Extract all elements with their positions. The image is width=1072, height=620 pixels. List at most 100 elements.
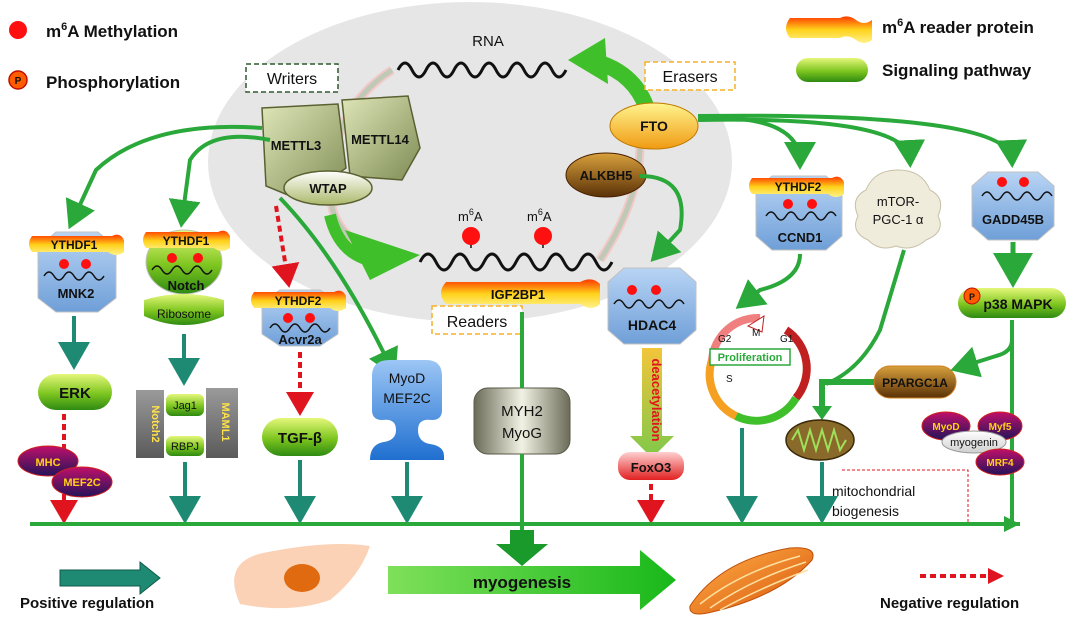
legend-phosphorylation: Phosphorylation: [46, 73, 180, 92]
erasers-box: [644, 61, 736, 91]
ccnd1-label: CCND1: [778, 230, 823, 245]
m-label: M: [752, 328, 760, 339]
proliferation-box: [709, 348, 791, 366]
foxo3-label: FoxO3: [631, 460, 671, 475]
gadd45b-protein: [971, 171, 1055, 241]
writer-to-ythdf1-notch-arrow: [168, 134, 271, 228]
p38-mapk: [958, 288, 1066, 318]
writer-to-ythdf2-negative: [271, 205, 300, 288]
myogenin-label: myogenin: [950, 437, 998, 449]
wtap-label: WTAP: [309, 181, 347, 196]
mettl14-label: METTL14: [351, 132, 410, 147]
jag1: [166, 394, 204, 416]
hdac4-label: HDAC4: [628, 317, 676, 333]
igf2bp1-reader: [441, 279, 600, 308]
ribosome: [144, 294, 224, 325]
myh2-label: MYH2: [501, 403, 543, 420]
phospho-symbol: P: [15, 76, 22, 87]
methylation-legend-icon: [9, 21, 27, 39]
erk-signal: [38, 374, 112, 410]
myod-mef2c-complex: [370, 360, 444, 460]
myogenesis-down-arrow: [496, 530, 548, 566]
phosphorylation-legend-icon: [8, 70, 28, 90]
mef2c-small-label: MEF2C: [63, 477, 100, 489]
myoblast-nucleus: [284, 564, 320, 592]
fto-to-gadd45b-arrow: [697, 113, 1028, 168]
notch2-label: Notch2: [149, 405, 161, 442]
ythdf1-mnk2-reader: [29, 234, 124, 255]
g1-label: G1: [780, 334, 794, 345]
ppargc1a-label: PPARGC1A: [882, 376, 948, 390]
fto-label: FTO: [640, 118, 668, 134]
igf2bp1-label: IGF2BP1: [491, 287, 545, 302]
mnk2-label: MNK2: [58, 286, 95, 301]
writer-to-ythdf1-mnk2-arrow: [65, 124, 263, 230]
p38-label: p38 MAPK: [983, 296, 1052, 312]
biogenesis-label: biogenesis: [832, 503, 899, 519]
writers-label: Writers: [267, 71, 317, 88]
muscle-fiber: [689, 547, 814, 615]
writers-box: [245, 63, 339, 93]
maml1-label: MAML1: [219, 402, 231, 441]
svg-text:P: P: [969, 292, 975, 302]
mef2c-factor-small: [51, 466, 113, 498]
mef2c-label: MEF2C: [383, 390, 430, 406]
mtor-pgc1a: [854, 169, 942, 249]
deacetylation-arrow: [630, 348, 674, 458]
mhc-label: MHC: [35, 457, 60, 469]
reader-protein-legend-icon: [786, 16, 872, 43]
positive-regulation-icon: [59, 560, 161, 596]
myog-label: MyoG: [502, 425, 542, 442]
maml1-box: [206, 388, 238, 458]
deacetylation-label: deacetylation: [649, 358, 664, 441]
rbpj-label: RBPJ: [171, 441, 199, 453]
myh2-myog: [473, 387, 571, 455]
tgfb-signal: [262, 418, 338, 456]
cell-cycle: Proliferation G2 M G1 S: [705, 313, 811, 425]
fto-to-mtor-arrow: [697, 117, 926, 168]
mtor-label: mTOR-: [877, 194, 919, 209]
writer-to-mrna-arrow: [324, 213, 381, 268]
rna-label: RNA: [472, 33, 504, 50]
alkbh5-to-hdac4-arrow: [639, 174, 684, 262]
ythdf1-notch-reader: [143, 230, 230, 251]
writer-to-myod-arrow: [278, 196, 398, 378]
myogenin-factor: [941, 430, 1007, 454]
mrf4-factor: [975, 448, 1025, 476]
gadd45b-label: GADD45B: [982, 212, 1044, 227]
m6a-label-2: m6A: [527, 207, 552, 224]
erk-label: ERK: [59, 385, 91, 402]
ythdf2-acvr2a-reader: [251, 290, 346, 311]
foxo3: [618, 452, 684, 480]
alkbh5-label: ALKBH5: [580, 168, 633, 183]
mettl3-label: METTL3: [271, 138, 322, 153]
writer-to-mrna-arrowhead: [345, 230, 420, 280]
jag1-label: Jag1: [173, 400, 197, 412]
acvr2a-label: Acvr2a: [278, 332, 322, 347]
myogenesis-label: myogenesis: [473, 573, 571, 592]
readers-label: Readers: [447, 314, 507, 331]
mrf4-label: MRF4: [986, 458, 1014, 469]
m6a-label-1: m6A: [458, 207, 483, 224]
notch2-receptor: [136, 390, 164, 458]
ythdf2-label-2: YTHDF2: [775, 180, 822, 194]
s-label: S: [726, 374, 733, 385]
p38-phospho-icon: [963, 287, 981, 305]
tgfb-label: TGF-β: [278, 430, 322, 447]
mettl14-protein: [341, 95, 421, 181]
ythdf2-ccnd1-reader: [749, 176, 844, 197]
legend-methylation: m6A Methylation: [46, 21, 178, 41]
pgc-label: PGC-1 α: [873, 212, 924, 227]
ythdf1-label-1: YTHDF1: [51, 238, 98, 252]
ythdf2-label-1: YTHDF2: [275, 294, 322, 308]
erasers-arc-inner: [597, 144, 643, 262]
legend-reader-protein: m6A reader protein: [882, 17, 1034, 37]
ccnd1-protein: [755, 175, 843, 251]
signaling-pathway-legend-icon: [796, 58, 868, 82]
erasers-label: Erasers: [662, 69, 717, 86]
myf5-label: Myf5: [989, 422, 1012, 433]
mitochondrial-label: mitochondrial: [832, 483, 915, 499]
eraser-arrowhead: [568, 38, 608, 84]
